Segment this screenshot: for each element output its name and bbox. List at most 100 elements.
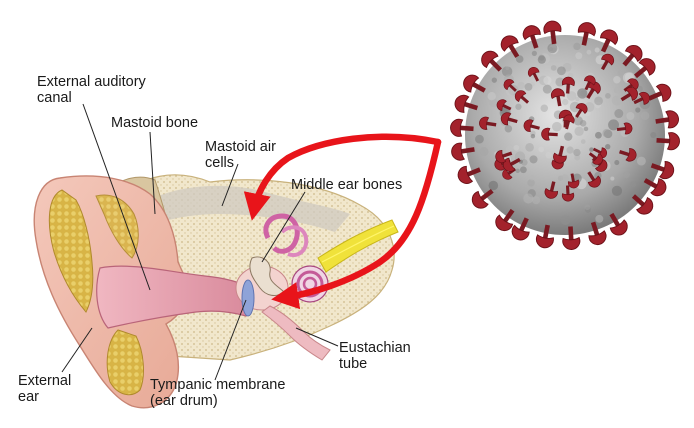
virus-texture-blob — [611, 185, 623, 196]
virus-texture-blob — [515, 168, 520, 174]
virus-texture-blob — [573, 116, 583, 126]
virus-texture-blob — [623, 171, 630, 179]
virus-texture-blob — [521, 159, 528, 166]
virus-texture-blob — [577, 88, 588, 99]
helix-cartilage — [48, 189, 94, 313]
label-line: (ear drum) — [150, 393, 218, 409]
virus-spike — [577, 22, 596, 46]
virus-spike — [561, 76, 575, 94]
virus-texture-blob — [564, 132, 573, 141]
virus-spike — [500, 35, 520, 58]
virus-texture-blob — [487, 91, 496, 101]
virus-texture-blob — [538, 54, 545, 61]
virus-spike — [583, 75, 596, 91]
virus-texture-blob — [594, 47, 600, 53]
virus-spike — [481, 50, 502, 72]
virus-spike — [544, 181, 558, 199]
leader-mastoid-air-cells — [221, 163, 239, 207]
virus-spike — [553, 145, 567, 164]
virus-spike — [495, 208, 515, 232]
virus-spike — [562, 226, 581, 250]
virus-texture-blob — [515, 103, 522, 110]
label-line: External auditory — [37, 74, 146, 90]
virus-texture-blob — [575, 52, 583, 60]
leader-middle-ear-bones — [261, 191, 306, 263]
label-line: External — [18, 373, 72, 389]
virus-texture-blob — [595, 214, 604, 223]
virus-texture-blob — [602, 129, 611, 138]
virus-texture-blob — [527, 179, 535, 187]
label-tympanic-membrane: Tympanic membrane (ear drum) — [150, 377, 285, 409]
tympanic-membrane — [241, 279, 255, 317]
virus-texture-blob — [586, 49, 592, 55]
semicircular-canal-2 — [280, 225, 309, 257]
virus-texture-blob — [557, 66, 566, 76]
virus-spike — [622, 44, 643, 67]
virus-texture-blob — [569, 101, 581, 113]
virus-texture-blob — [574, 154, 581, 161]
virus-spike — [620, 86, 638, 102]
label-mastoid-bone: Mastoid bone — [111, 115, 199, 131]
virus-spike — [463, 74, 486, 93]
virus-texture-blob — [489, 98, 499, 108]
label-eustachian-tube: Eustachian tube — [339, 340, 411, 372]
virus-texture-blob — [543, 76, 552, 85]
virus-texture-blob — [597, 138, 608, 148]
virus-texture-blob — [605, 144, 611, 150]
virus-spike — [496, 99, 512, 111]
nerve-strand — [321, 225, 395, 263]
virus-spike — [631, 194, 654, 215]
virus-texture-blob — [614, 159, 620, 166]
virus-texture-blob — [575, 96, 580, 102]
leader-external-ear — [61, 327, 93, 373]
virus-spike — [503, 79, 517, 92]
ear-anatomy — [33, 174, 399, 409]
virus-spike — [523, 119, 540, 132]
virus-spike — [619, 148, 637, 162]
virus-texture-blob — [515, 55, 524, 63]
virus-spike — [522, 25, 541, 49]
label-line: Eustachian — [339, 340, 411, 356]
label-middle-ear-bones: Middle ear bones — [291, 177, 403, 193]
virus-spikes — [450, 20, 680, 250]
virus-texture-blob — [525, 143, 534, 152]
virus-texture-blob — [501, 66, 513, 77]
virus-spike — [633, 91, 650, 105]
lobule-cartilage — [106, 329, 144, 396]
virus-spike — [634, 58, 656, 79]
arrow-to-middle-ear — [271, 138, 442, 310]
virus-texture-blob — [566, 146, 574, 154]
virus-spike — [588, 152, 603, 165]
virus-texture-blob — [552, 121, 562, 132]
virus-texture-blob — [547, 43, 558, 54]
leader-external-auditory-canal — [82, 103, 151, 291]
virus-texture-blob — [550, 65, 557, 71]
virus-texture-blob — [574, 126, 584, 136]
auditory-canal — [96, 265, 251, 329]
virus-texture-blob — [650, 132, 657, 139]
virus-texture-blob — [589, 147, 594, 152]
virus-texture-blob — [542, 84, 552, 94]
virus-spike — [535, 224, 554, 249]
virus-spike — [643, 178, 667, 197]
virus-spike — [616, 122, 633, 135]
virus-texture-blob — [617, 70, 623, 76]
virus-texture-blob — [531, 50, 537, 56]
virus-texture-blob — [626, 111, 635, 121]
virus-texture-blob — [524, 82, 533, 91]
virus-spike — [514, 90, 530, 104]
virus-spike — [500, 112, 518, 126]
virus-texture-blob — [530, 133, 536, 139]
virus-spike — [451, 142, 475, 161]
virus-spike — [656, 132, 680, 151]
virus-texture-blob — [613, 86, 621, 94]
label-line: tube — [339, 356, 368, 372]
virus-spike — [495, 149, 513, 163]
virus-texture-blob — [594, 96, 603, 106]
virus-texture-blob — [562, 98, 569, 106]
virus-texture-blob — [545, 151, 552, 159]
virus-spike — [648, 83, 672, 102]
virus-spike — [609, 212, 628, 236]
virus-texture-blob — [523, 193, 534, 204]
